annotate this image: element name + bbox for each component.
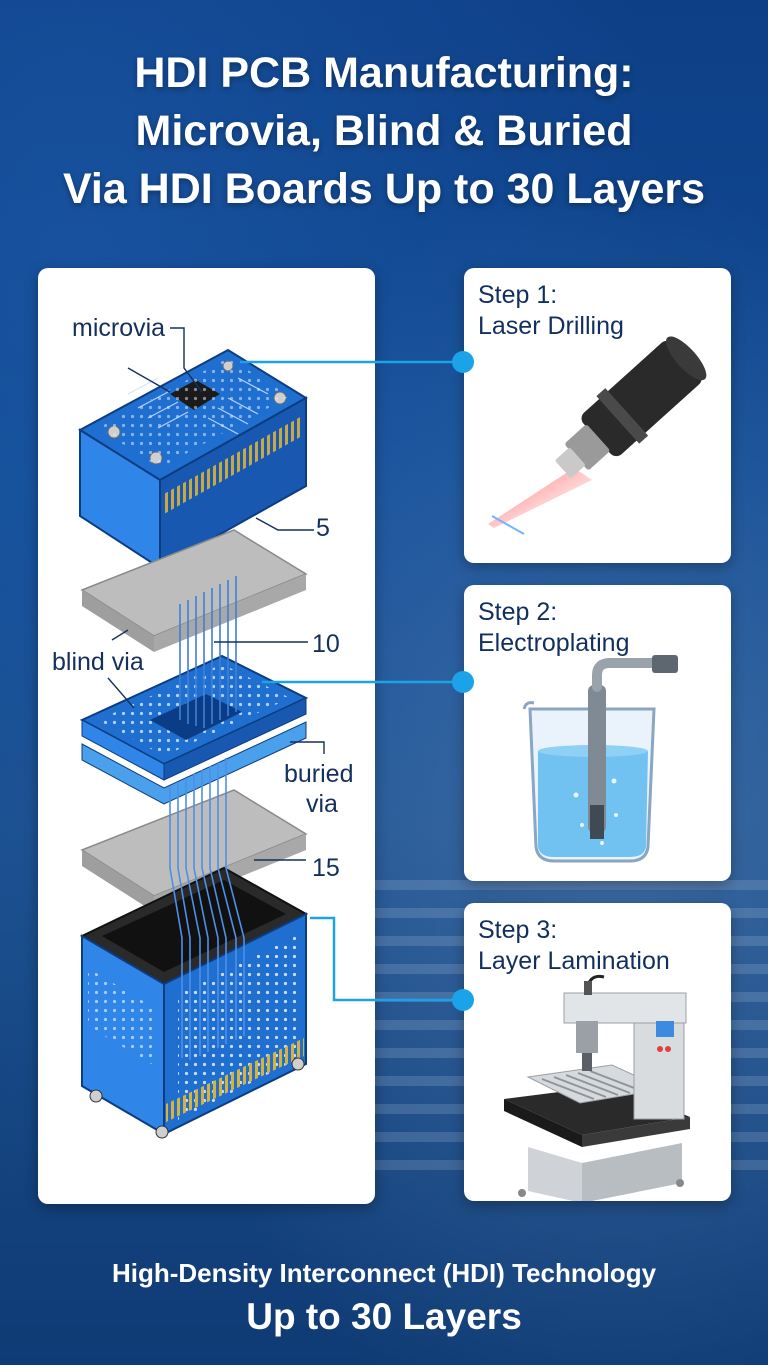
label-blind-via: blind via	[52, 648, 144, 676]
label-microvia: microvia	[72, 314, 165, 342]
footer-subtitle: High-Density Interconnect (HDI) Technolo…	[111, 1258, 657, 1288]
laser-drill-icon	[488, 336, 707, 535]
connector-dot-step-3	[452, 989, 474, 1011]
bottom-pcb-block	[79, 866, 309, 1139]
pcb-stack-diagram-panel: microvia 5 blind via 10 buried via 15	[38, 268, 375, 1204]
label-buried-via-line-1: buried	[284, 760, 354, 788]
connector-dot-step-2	[452, 671, 474, 693]
step-1-number: Step 1:	[478, 281, 558, 309]
title-line-1: HDI PCB Manufacturing:	[134, 49, 634, 97]
blind-via-lines	[179, 576, 237, 728]
lamination-press-icon	[504, 974, 690, 1201]
page-title: HDI PCB Manufacturing: Microvia, Blind &…	[0, 44, 768, 218]
layer-number-5: 5	[316, 514, 330, 542]
step-3-number: Step 3:	[478, 916, 558, 944]
step-card-2: Step 2: Electroplating	[464, 585, 731, 881]
step-2-name: Electroplating	[478, 629, 630, 657]
step-card-1: Step 1: Laser Drilling	[464, 268, 731, 563]
layer-number-15: 15	[312, 854, 340, 882]
connector-dot-step-1	[452, 351, 474, 373]
pcb-stack-diagram: microvia 5 blind via 10 buried via 15	[52, 314, 354, 1139]
buried-via-lines	[169, 758, 245, 1060]
step-1-name: Laser Drilling	[478, 312, 624, 340]
step-card-3: Step 3: Layer Lamination	[464, 903, 731, 1201]
beaker-icon	[522, 655, 678, 863]
top-pcb-board	[78, 348, 308, 570]
footer-headline: Up to 30 Layers	[246, 1296, 522, 1337]
layer-number-10: 10	[312, 630, 340, 658]
label-buried-via-line-2: via	[306, 790, 338, 818]
step-3-name: Layer Lamination	[478, 947, 670, 975]
title-line-2: Microvia, Blind & Buried	[135, 107, 633, 155]
middle-pcb-board	[79, 654, 309, 805]
title-line-3: Via HDI Boards Up to 30 Layers	[62, 165, 706, 213]
step-2-number: Step 2:	[478, 598, 558, 626]
